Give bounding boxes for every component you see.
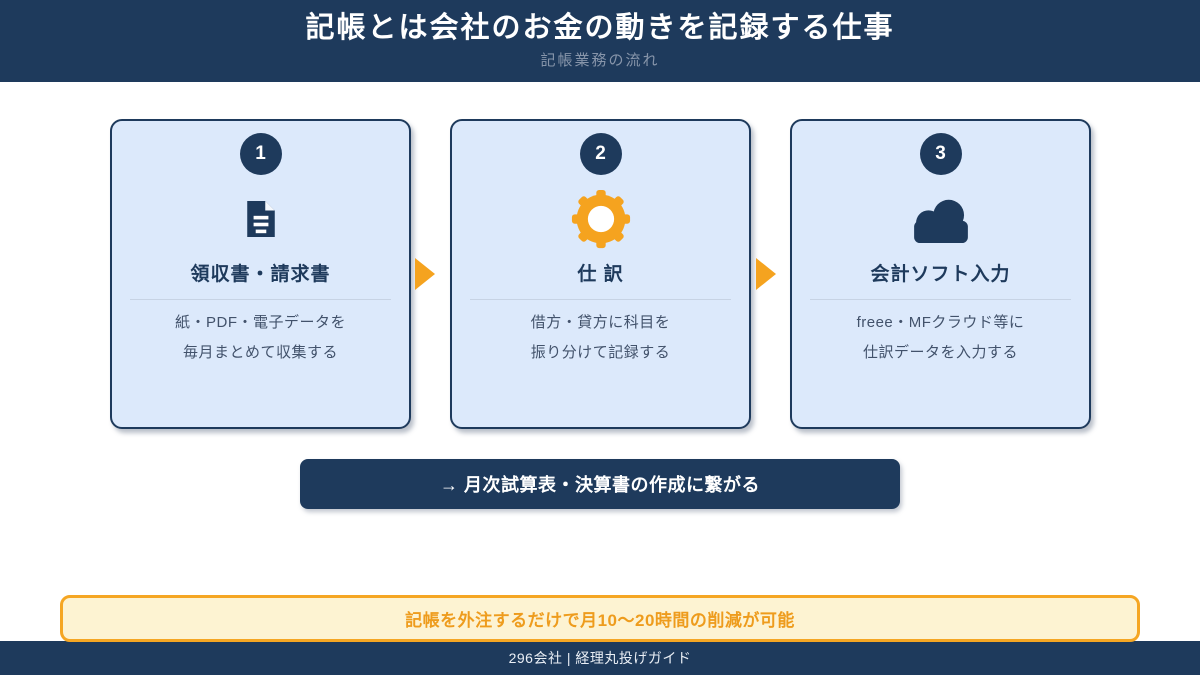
step-number-badge: 1 <box>239 133 282 175</box>
step-description-line: 振り分けて記録する <box>530 344 671 361</box>
step-card-receipts: 1 領収書・請求書 紙・PDF・電子データを 毎月まとめて収集する <box>110 119 411 429</box>
gear-icon <box>571 175 631 263</box>
step-title: 仕 訳 <box>577 264 624 285</box>
step-description-line: 毎月まとめて収集する <box>182 344 338 361</box>
highlight-banner-label: 記帳を外注するだけで月10〜20時間の削減が可能 <box>405 611 795 630</box>
step-description-line: freee・MFクラウド等に <box>856 314 1025 331</box>
result-banner-label: → 月次試算表・決算書の作成に繋がる <box>440 475 760 495</box>
step-card-software: 3 会計ソフト入力 freee・MFクラウド等に 仕訳データを入力する <box>790 119 1091 429</box>
document-icon <box>246 175 275 263</box>
step-description-line: 紙・PDF・電子データを <box>174 314 346 331</box>
step-number-badge: 2 <box>579 133 622 175</box>
divider <box>130 299 391 300</box>
step-description: 借方・貸方に科目を 振り分けて記録する <box>531 308 671 368</box>
step-title: 領収書・請求書 <box>190 264 331 285</box>
page-title: 記帳とは会社のお金の動きを記録する仕事 <box>305 12 895 44</box>
footer-bar: 296会社 | 経理丸投げガイド <box>0 641 1200 675</box>
page-subtitle: 記帳業務の流れ <box>540 51 660 69</box>
step-description-line: 仕訳データを入力する <box>862 344 1018 361</box>
step-card-journal: 2 仕 訳 借方・貸方に科目を 振り分けて記録する <box>450 119 751 429</box>
arrow-right-icon <box>756 258 776 290</box>
step-description: 紙・PDF・電子データを 毎月まとめて収集する <box>175 308 346 368</box>
cloud-icon <box>910 175 972 263</box>
step-title: 会計ソフト入力 <box>870 264 1011 285</box>
header-banner: 記帳とは会社のお金の動きを記録する仕事 記帳業務の流れ <box>0 0 1200 82</box>
step-description: freee・MFクラウド等に 仕訳データを入力する <box>857 308 1025 368</box>
footer-site-label: 296会社 | 経理丸投げガイド <box>508 650 692 666</box>
arrow-right-icon <box>415 258 435 290</box>
highlight-banner: 記帳を外注するだけで月10〜20時間の削減が可能 <box>60 595 1140 642</box>
divider <box>470 299 731 300</box>
step-number-badge: 3 <box>919 133 962 175</box>
result-banner: → 月次試算表・決算書の作成に繋がる <box>300 459 900 509</box>
divider <box>810 299 1071 300</box>
step-description-line: 借方・貸方に科目を <box>530 314 671 331</box>
